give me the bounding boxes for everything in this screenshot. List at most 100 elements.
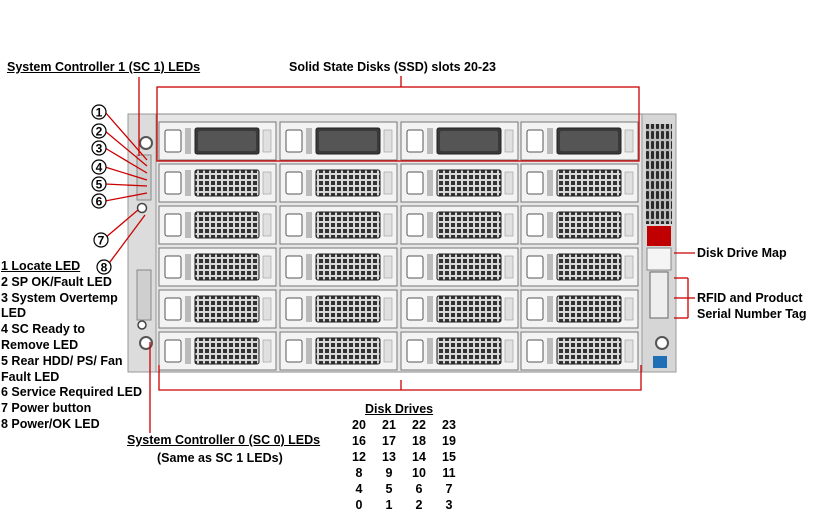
drive-latch[interactable]: [164, 339, 182, 363]
drive-latch[interactable]: [285, 213, 303, 237]
sc0-power-button[interactable]: [137, 320, 147, 330]
drive-number-cell: 21: [382, 418, 396, 432]
drive-label-strip: [383, 339, 393, 363]
svg-text:3: 3: [96, 142, 103, 156]
drive-label-strip: [262, 213, 272, 237]
drive-grille: [556, 337, 622, 365]
drive-led-strip: [427, 212, 433, 238]
legend-item: 2 SP OK/Fault LED: [1, 274, 112, 289]
led-legend: 1 Locate LED 2 SP OK/Fault LED 3 System …: [1, 259, 161, 433]
drive-latch[interactable]: [526, 297, 544, 321]
drive-latch[interactable]: [164, 213, 182, 237]
drive-led-strip: [306, 296, 312, 322]
drive-bay[interactable]: [400, 247, 519, 287]
drive-label-strip: [383, 129, 393, 153]
drive-bay[interactable]: [400, 205, 519, 245]
drive-latch[interactable]: [406, 171, 424, 195]
drive-bay[interactable]: [279, 163, 398, 203]
drive-bay[interactable]: [158, 121, 277, 161]
callout-number-4: 4: [91, 159, 107, 175]
drive-label-strip: [504, 129, 514, 153]
callout-number-2: 2: [91, 123, 107, 139]
callout-number-5: 5: [91, 176, 107, 192]
drive-label-strip: [504, 339, 514, 363]
drive-led-strip: [185, 170, 191, 196]
drive-grille: [315, 169, 381, 197]
drive-bay[interactable]: [400, 331, 519, 371]
drive-led-strip: [185, 254, 191, 280]
drive-latch[interactable]: [285, 129, 303, 153]
drive-latch[interactable]: [406, 339, 424, 363]
drive-bay[interactable]: [158, 163, 277, 203]
svg-text:4: 4: [96, 161, 103, 175]
drive-number-cell: 18: [412, 434, 426, 448]
drive-bay[interactable]: [279, 331, 398, 371]
drive-bay[interactable]: [279, 121, 398, 161]
drive-label-strip: [624, 213, 634, 237]
drive-grille: [194, 295, 260, 323]
drive-latch[interactable]: [285, 171, 303, 195]
drive-grille: [194, 337, 260, 365]
drive-latch[interactable]: [285, 297, 303, 321]
drive-latch[interactable]: [526, 213, 544, 237]
drive-bay[interactable]: [158, 205, 277, 245]
drive-bay[interactable]: [520, 247, 639, 287]
drive-label-strip: [262, 297, 272, 321]
rfid-tag: [649, 271, 669, 319]
drive-grille: [556, 253, 622, 281]
drive-bay[interactable]: [279, 289, 398, 329]
drive-bay[interactable]: [520, 205, 639, 245]
drive-latch[interactable]: [526, 255, 544, 279]
drive-number-cell: 14: [412, 450, 426, 464]
drive-latch[interactable]: [285, 255, 303, 279]
drive-bay[interactable]: [400, 289, 519, 329]
drive-led-strip: [547, 338, 553, 364]
led-callouts: [104, 111, 148, 267]
drive-latch[interactable]: [526, 129, 544, 153]
drive-latch[interactable]: [164, 171, 182, 195]
drive-latch[interactable]: [526, 339, 544, 363]
drive-bay[interactable]: [520, 331, 639, 371]
svg-text:6: 6: [96, 195, 103, 209]
drive-latch[interactable]: [164, 129, 182, 153]
drive-label-strip: [624, 339, 634, 363]
drive-number-cell: 6: [415, 482, 423, 496]
drive-latch[interactable]: [406, 129, 424, 153]
drive-led-strip: [427, 296, 433, 322]
drive-bay[interactable]: [400, 121, 519, 161]
drive-bay[interactable]: [520, 121, 639, 161]
drive-bay[interactable]: [400, 163, 519, 203]
drive-bay[interactable]: [279, 247, 398, 287]
drive-latch[interactable]: [406, 255, 424, 279]
left-ear-screw-bottom: [139, 336, 153, 350]
drive-bay[interactable]: [520, 289, 639, 329]
sc0-led-panel: [136, 269, 152, 321]
drive-bay[interactable]: [279, 205, 398, 245]
drive-number-cell: 13: [382, 450, 396, 464]
drive-label-strip: [262, 129, 272, 153]
power-button[interactable]: [136, 202, 148, 214]
drive-latch[interactable]: [164, 255, 182, 279]
drive-latch[interactable]: [406, 297, 424, 321]
drive-grille: [556, 295, 622, 323]
drive-number-cell: 5: [385, 482, 393, 496]
drive-latch[interactable]: [285, 339, 303, 363]
drive-number-cell: 11: [442, 466, 456, 480]
drive-latch[interactable]: [406, 213, 424, 237]
drive-bay[interactable]: [158, 247, 277, 287]
drive-latch[interactable]: [526, 171, 544, 195]
disk-drive-map-card: [646, 247, 672, 271]
drive-grille: [436, 253, 502, 281]
drive-grille: [194, 253, 260, 281]
drive-bay[interactable]: [158, 289, 277, 329]
drive-bay[interactable]: [520, 163, 639, 203]
drive-label-strip: [504, 255, 514, 279]
drive-label-strip: [624, 297, 634, 321]
drive-bay[interactable]: [158, 331, 277, 371]
drive-grille: [315, 337, 381, 365]
drive-latch[interactable]: [164, 297, 182, 321]
drive-number-cell: 2: [415, 498, 423, 512]
